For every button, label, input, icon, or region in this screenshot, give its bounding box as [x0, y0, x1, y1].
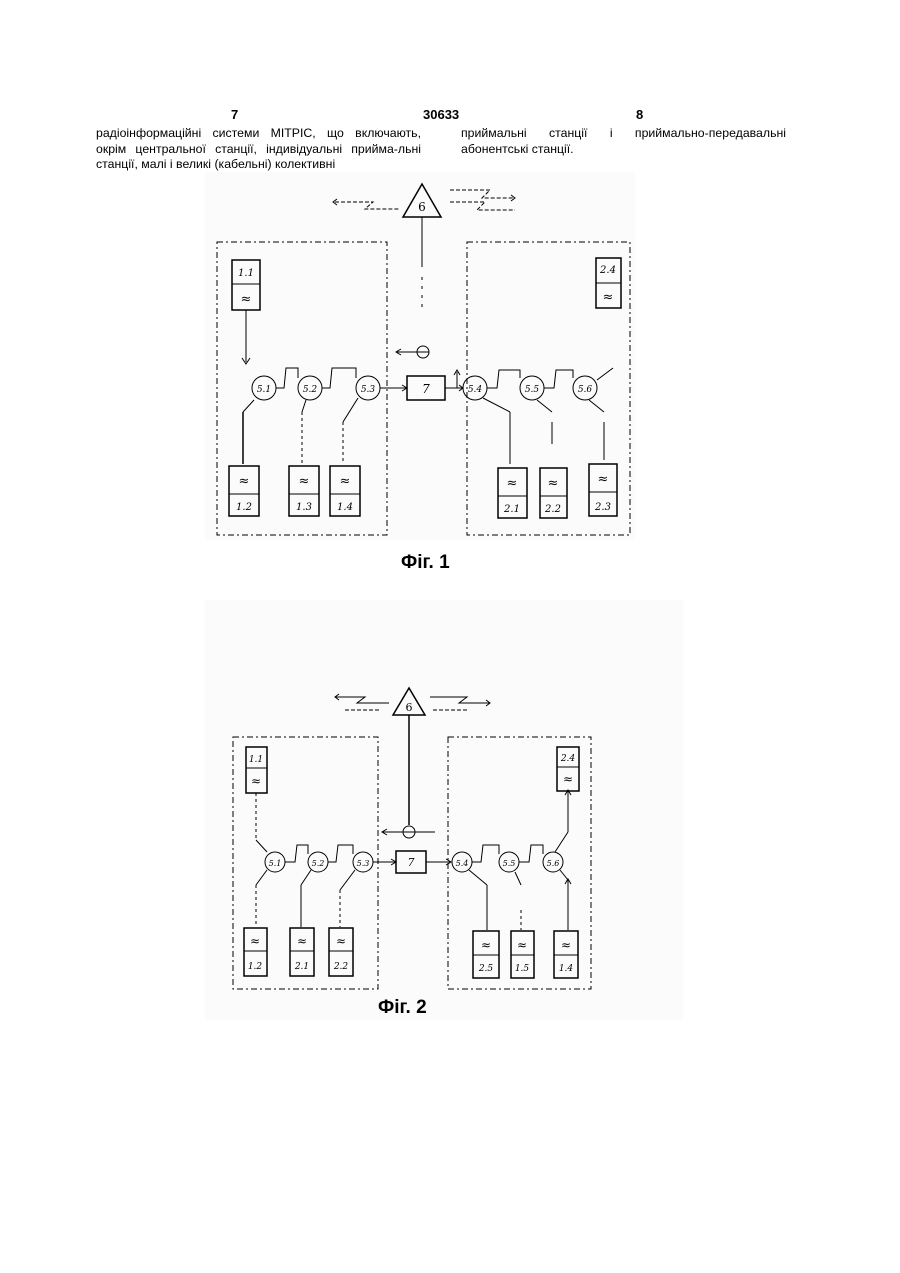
- fig2-transponder-label: 7: [408, 856, 415, 869]
- fig2-coupler-5-5: 5.5: [503, 859, 516, 868]
- svg-text:≈: ≈: [603, 290, 614, 305]
- svg-text:≈: ≈: [548, 476, 559, 491]
- patent-number: 30633: [423, 107, 459, 122]
- svg-text:≈: ≈: [251, 774, 261, 788]
- figure-2-caption: Фіг. 2: [378, 997, 427, 1019]
- fig2-coupler-5-6: 5.6: [547, 859, 560, 868]
- svg-text:≈: ≈: [507, 476, 518, 491]
- svg-text:≈: ≈: [250, 934, 260, 948]
- svg-text:≈: ≈: [297, 934, 307, 948]
- svg-text:≈: ≈: [336, 934, 346, 948]
- fig2-tower-label: 6: [406, 701, 413, 714]
- fig2-station-2-1: 2.1: [294, 962, 309, 972]
- svg-text:≈: ≈: [340, 474, 351, 489]
- fig1-coupler-5-4: 5.4: [468, 385, 483, 395]
- page-number-left: 7: [231, 107, 238, 122]
- figure-1: 6 7 5.1 5.2 5.3 5.4 5.5 5.6 1.1 2.4 1.2 …: [205, 172, 635, 540]
- fig1-coupler-5-2: 5.2: [303, 385, 318, 395]
- text-column-left: радіоінформаційні системи МІТРІС, що вкл…: [96, 126, 421, 173]
- fig2-station-2-4: 2.4: [560, 754, 576, 764]
- fig2-coupler-5-2: 5.2: [312, 859, 325, 868]
- fig1-coupler-5-3: 5.3: [361, 385, 376, 395]
- fig2-station-2-2: 2.2: [333, 962, 349, 972]
- fig1-station-1-1: 1.1: [238, 268, 254, 279]
- fig2-coupler-5-3: 5.3: [357, 859, 370, 868]
- fig1-station-2-4: 2.4: [599, 265, 616, 276]
- fig1-coupler-5-6: 5.6: [578, 385, 593, 395]
- svg-text:≈: ≈: [561, 938, 571, 952]
- fig2-station-2-5: 2.5: [478, 964, 494, 974]
- figure-2: 6 7 5.1 5.2 5.3 5.4 5.5 5.6 1.1 2.4 1.2 …: [205, 600, 683, 1020]
- fig1-station-1-4: 1.4: [337, 502, 353, 513]
- fig1-station-1-2: 1.2: [236, 502, 252, 513]
- fig2-coupler-5-4: 5.4: [456, 859, 469, 868]
- fig1-transponder-label: 7: [422, 382, 430, 396]
- fig1-station-2-2: 2.2: [544, 504, 561, 515]
- svg-text:≈: ≈: [299, 474, 310, 489]
- svg-text:≈: ≈: [241, 292, 252, 307]
- svg-text:≈: ≈: [563, 772, 573, 786]
- fig2-station-1-4: 1.4: [559, 964, 574, 974]
- figure-1-diagram: 6 7 5.1 5.2 5.3 5.4 5.5 5.6 1.1 2.4 1.2 …: [205, 172, 635, 540]
- fig1-station-1-3: 1.3: [296, 502, 312, 513]
- fig2-coupler-5-1: 5.1: [269, 859, 282, 868]
- svg-text:≈: ≈: [598, 472, 609, 487]
- fig2-station-1-5: 1.5: [515, 964, 530, 974]
- fig1-station-2-3: 2.3: [594, 502, 611, 513]
- svg-text:≈: ≈: [481, 938, 491, 952]
- fig2-station-1-1: 1.1: [249, 755, 263, 765]
- fig2-station-1-2: 1.2: [248, 962, 263, 972]
- text-column-right: приймальні станції і приймально-передава…: [461, 126, 786, 157]
- svg-text:≈: ≈: [517, 938, 527, 952]
- paragraph-right: приймальні станції і приймально-передава…: [461, 126, 786, 157]
- fig1-coupler-5-5: 5.5: [525, 385, 540, 395]
- paragraph-left: радіоінформаційні системи МІТРІС, що вкл…: [96, 126, 421, 173]
- fig1-tower-label: 6: [418, 200, 426, 214]
- fig1-station-2-1: 2.1: [503, 504, 520, 515]
- fig1-coupler-5-1: 5.1: [257, 385, 271, 395]
- page-number-right: 8: [636, 107, 643, 122]
- figure-2-diagram: 6 7 5.1 5.2 5.3 5.4 5.5 5.6 1.1 2.4 1.2 …: [205, 600, 683, 1020]
- figure-1-caption: Фіг. 1: [401, 552, 450, 574]
- svg-text:≈: ≈: [239, 474, 250, 489]
